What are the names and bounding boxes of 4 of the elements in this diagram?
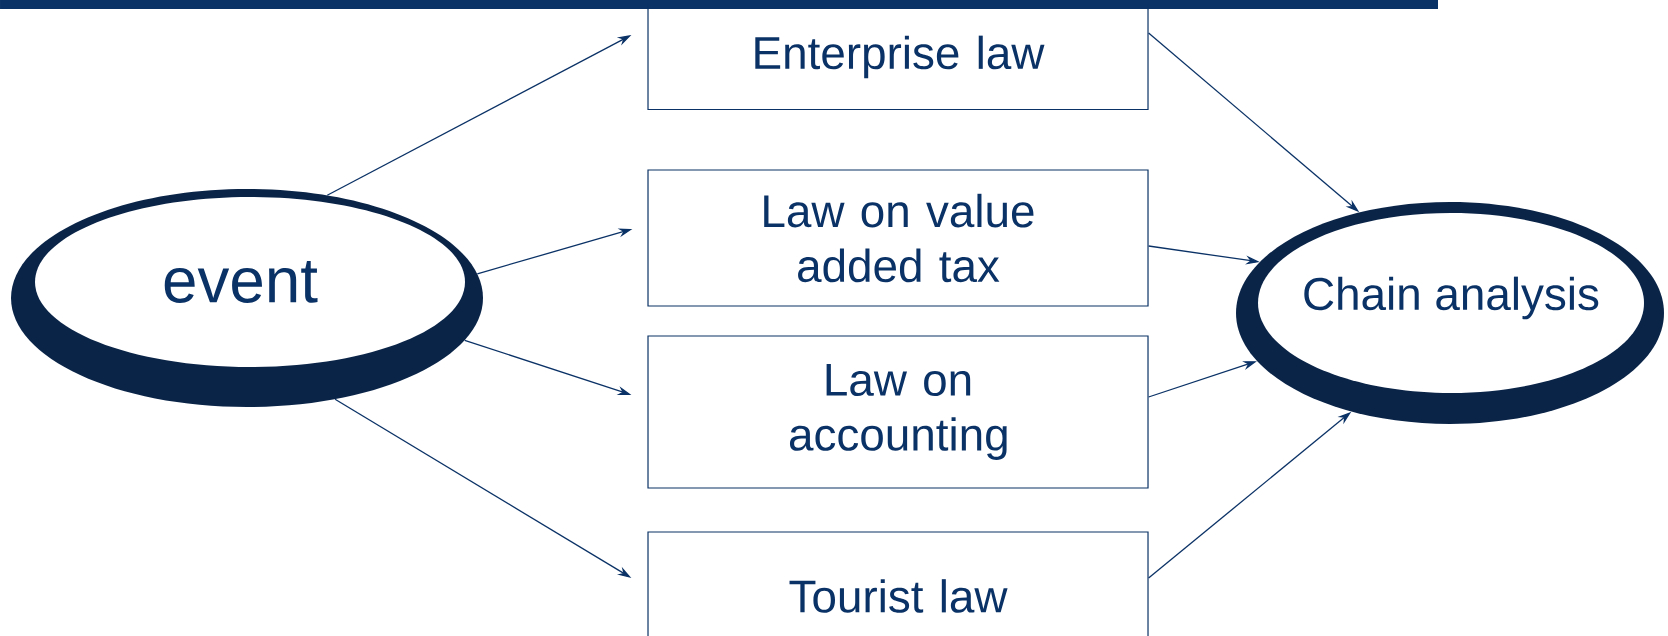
law-box: Tourist law <box>647 531 1149 636</box>
law-box: Law on value added tax <box>647 169 1149 307</box>
law-box: Law on accounting <box>647 335 1149 489</box>
law-box: Enterprise law <box>647 3 1149 111</box>
